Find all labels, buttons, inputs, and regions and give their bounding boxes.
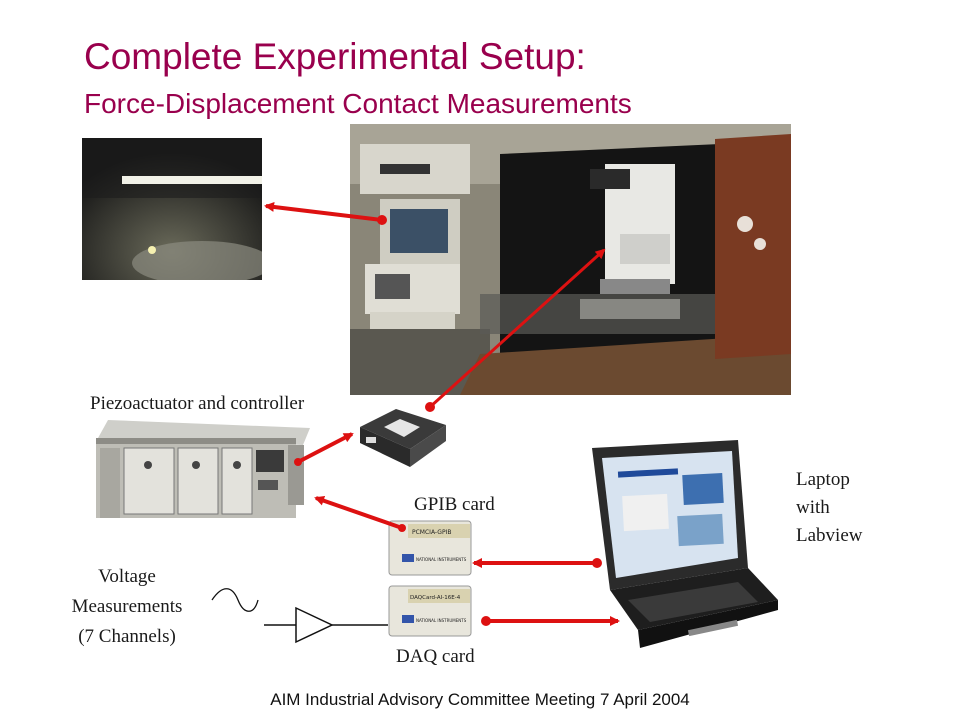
daq-brand-text: NATIONAL INSTRUMENTS (416, 618, 467, 623)
cantilever-closeup-image (82, 138, 262, 280)
lab-setup-photo (350, 124, 791, 395)
arrow-laptop-to-gpib (472, 558, 602, 568)
laptop-label-line-2: with (796, 497, 830, 518)
daq-card-text: DAQCard-AI-16E-4 (410, 595, 461, 601)
arrow-controller-to-piezo (294, 432, 354, 466)
slide-subtitle: Force-Displacement Contact Measurements (84, 88, 632, 119)
voltage-label-line-2: Measurements (71, 596, 183, 617)
gpib-card-image: PCMCIA-GPIB NATIONAL INSTRUMENTS (388, 520, 472, 576)
voltage-label-line-3: (7 Channels) (78, 626, 176, 647)
gpib-label: GPIB card (414, 494, 495, 515)
laptop-image (588, 440, 778, 648)
arrow-photo-to-closeup (264, 201, 387, 225)
piezoactuator-image (356, 405, 448, 469)
amplifier-symbol (211, 588, 388, 644)
arrow-daq-to-laptop (481, 616, 620, 626)
slide-title: Complete Experimental Setup: (84, 36, 586, 77)
piezo-controller-image (88, 420, 310, 525)
daq-label: DAQ card (396, 646, 475, 667)
gpib-brand-text: NATIONAL INSTRUMENTS (416, 557, 467, 562)
piezo-label: Piezoactuator and controller (90, 393, 305, 414)
laptop-label: Laptop with Labview (796, 466, 862, 550)
voltage-label: Voltage Measurements (7 Channels) (50, 562, 204, 652)
arrow-piezo-to-stage (425, 248, 606, 412)
voltage-label-line-1: Voltage (98, 566, 156, 587)
footer: AIM Industrial Advisory Committee Meetin… (270, 690, 690, 709)
daq-card-image: DAQCard-AI-16E-4 NATIONAL INSTRUMENTS (388, 585, 472, 637)
gpib-card-text: PCMCIA-GPIB (412, 529, 451, 536)
laptop-label-line-3: Labview (796, 525, 863, 546)
laptop-label-line-1: Laptop (796, 469, 850, 490)
arrow-gpib-to-controller (314, 495, 406, 532)
